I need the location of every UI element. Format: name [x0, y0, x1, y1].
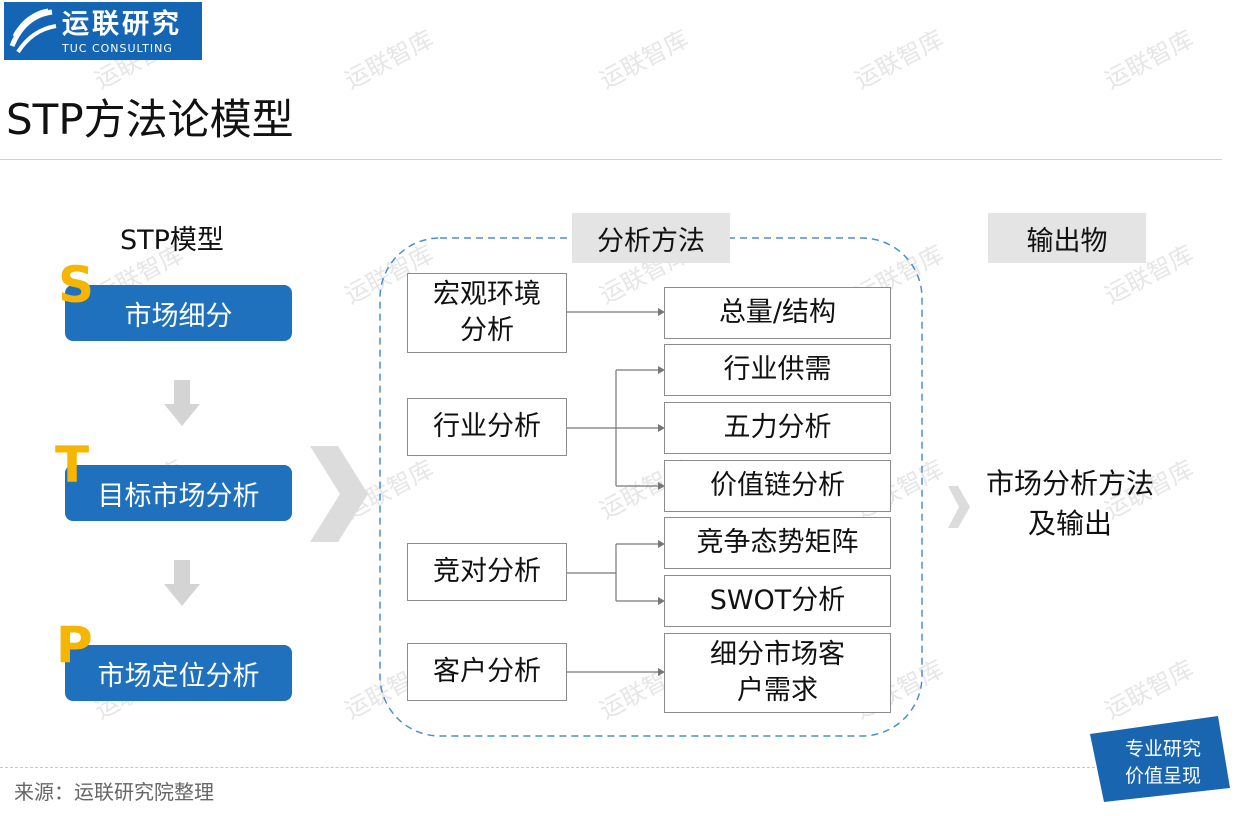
output-box: SWOT分析 [664, 575, 891, 627]
badge-line: 价值呈现 [1124, 765, 1201, 787]
method-box-customer: 客户分析 [407, 643, 567, 701]
page-title: STP方法论模型 [6, 95, 294, 144]
output-label: 行业供需 [723, 354, 832, 385]
output-label: 价值链分析 [710, 470, 845, 501]
source-note: 来源：运联研究院整理 [14, 780, 214, 804]
output-label: SWOT分析 [709, 585, 846, 616]
method-label: 竞对分析 [433, 556, 541, 587]
output-box: 行业供需 [664, 344, 891, 396]
stp-step-label: 目标市场分析 [97, 480, 260, 512]
stp-step-label: 市场定位分析 [97, 660, 260, 692]
chevron-right-icon [310, 446, 368, 542]
method-label: 行业分析 [433, 411, 541, 442]
output-box: 价值链分析 [664, 460, 891, 512]
badge-line: 专业研究 [1124, 738, 1201, 760]
stp-model-heading: STP模型 [120, 225, 224, 256]
output-content: 市场分析方法及输出 [985, 467, 1154, 540]
stp-letter-p: P [56, 616, 93, 674]
title-divider [0, 159, 1222, 160]
method-label: 宏观环境分析 [433, 279, 541, 346]
output-box: 总量/结构 [664, 287, 891, 339]
output-label: 五力分析 [723, 412, 832, 443]
output-box: 细分市场客户需求 [664, 633, 891, 713]
badge: 专业研究 价值呈现 [1108, 736, 1218, 790]
output-label: 细分市场客户需求 [710, 639, 845, 706]
output-label: 竞争态势矩阵 [696, 527, 859, 558]
method-box-macro: 宏观环境分析 [407, 273, 567, 353]
down-arrow-icon [164, 560, 200, 606]
method-label: 客户分析 [433, 656, 541, 687]
output-box: 竞争态势矩阵 [664, 517, 891, 569]
method-box-industry: 行业分析 [407, 398, 567, 456]
footer-divider [0, 767, 1100, 768]
brand-name-cn: 运联研究 [62, 9, 182, 40]
stp-step-label: 市场细分 [124, 300, 233, 332]
brand-name-en: TUC CONSULTING [62, 42, 173, 55]
output-label: 总量/结构 [718, 297, 837, 328]
stp-step-p: 市场定位分析 [65, 645, 292, 701]
brand-swirl-icon [9, 8, 57, 54]
output-heading: 输出物 [988, 213, 1146, 263]
stp-letter-t: T [55, 436, 90, 494]
analysis-heading: 分析方法 [572, 213, 730, 263]
stp-step-s: 市场细分 [65, 285, 292, 341]
stp-step-t: 目标市场分析 [65, 465, 292, 521]
method-box-competitor: 竞对分析 [407, 543, 567, 601]
badge-shape [1090, 716, 1230, 802]
output-box: 五力分析 [664, 402, 891, 454]
stp-letter-s: S [58, 256, 95, 314]
down-arrow-icon [164, 380, 200, 426]
